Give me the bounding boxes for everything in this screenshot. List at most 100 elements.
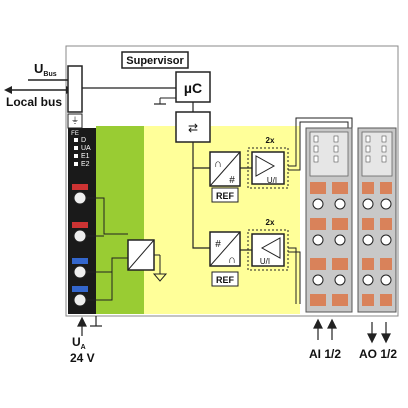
ai-clamp-6: [332, 258, 348, 270]
ua-arrowhead: [77, 316, 87, 327]
bus-top-out-2: [288, 121, 349, 171]
ao-clamp-6: [380, 258, 392, 270]
ai-terminal-1: [312, 198, 324, 210]
ao-terminal-3: [362, 234, 374, 246]
ao-terminal-6: [380, 274, 392, 286]
led-label-ua: UA: [81, 145, 91, 152]
ai-slot-3: [313, 155, 319, 163]
led-ua: [74, 146, 78, 150]
ref-bottom-box: [211, 271, 239, 287]
microcontroller-label: µC: [184, 80, 202, 96]
ai-clamp-8: [332, 294, 348, 306]
fe-box: [67, 113, 83, 129]
terminal-blue-2-top: [72, 286, 88, 292]
adc-top-out-label: #: [229, 175, 235, 186]
led-d: [74, 138, 78, 142]
ao-arrowhead-1: [367, 333, 377, 344]
adc-top-in-label: ∩: [214, 158, 222, 170]
ai-terminal-5: [312, 274, 324, 286]
led-e1: [74, 154, 78, 158]
ua-label: UA: [72, 335, 86, 351]
wire-supply-4: [86, 272, 113, 301]
ao-slot-4: [381, 135, 387, 143]
ao-slot-1: [365, 135, 371, 143]
ao-label: AO 1/2: [359, 347, 397, 361]
local-bus-arrowhead-left: [4, 86, 12, 94]
ao-clamp-4: [380, 218, 392, 230]
ai-slot-4: [333, 135, 339, 143]
ai-slot-2: [313, 145, 319, 153]
terminal-blue-2: [73, 293, 87, 307]
adc-bottom-in-label: #: [215, 239, 221, 250]
ref-bottom-label: REF: [216, 275, 235, 285]
signal-wiring: [192, 142, 210, 249]
adc-bottom-diagonal: [209, 231, 241, 267]
ao-clamp-3: [362, 218, 374, 230]
ao-clamp-2: [380, 182, 392, 194]
adc-bottom-out-label: ∩: [228, 254, 236, 266]
led-label-d: D: [81, 137, 86, 144]
connector-ao: [357, 127, 397, 313]
ao-slot-3: [365, 155, 371, 163]
ao-clamp-5: [362, 258, 374, 270]
ao-terminal-2: [380, 198, 392, 210]
dcdc-ground-icon: [152, 273, 168, 282]
ai-clamp-3: [310, 218, 326, 230]
terminal-blue-1: [73, 265, 87, 279]
ai-slot-5: [333, 145, 339, 153]
ai-clamp-4: [332, 218, 348, 230]
terminal-red-2-top: [72, 222, 88, 228]
ao-slot-6: [381, 155, 387, 163]
bottom-arrows: [77, 316, 391, 344]
opto-to-adc-bottom: [192, 168, 210, 249]
local-bus-label: Local bus: [6, 95, 62, 109]
fe-icon: ⏚: [71, 116, 79, 125]
supply-wiring: [86, 197, 128, 301]
supervisor-box: [121, 51, 189, 69]
ao-terminal-1: [362, 198, 374, 210]
dcdc-diagonal: [127, 239, 155, 271]
ai-clamp-7: [310, 294, 326, 306]
terminal-red-1: [73, 191, 87, 205]
ai-clamp-1: [310, 182, 326, 194]
ubus-label: UBus: [34, 61, 57, 78]
led-label-e2: E2: [81, 161, 90, 168]
amp-top-box: [251, 151, 285, 185]
ao-terminal-4: [380, 234, 392, 246]
bus-top-out: [288, 117, 353, 167]
ai-terminal-4: [334, 234, 346, 246]
ai-terminal-2: [334, 198, 346, 210]
wire-supply-1: [86, 197, 128, 235]
ai-clamp-5: [310, 258, 326, 270]
adc-top-diagonal: [209, 151, 241, 187]
led-panel: D UA E1 E2: [74, 137, 91, 168]
ai-terminal-3: [312, 234, 324, 246]
ao-arrowhead-2: [381, 333, 391, 344]
led-e2: [74, 162, 78, 166]
ai-slot-6: [333, 155, 339, 163]
left-terminals: [72, 184, 88, 307]
ao-slot-5: [381, 145, 387, 153]
output-buses: [288, 117, 353, 304]
mult-top-label: 2x: [266, 136, 275, 145]
ai-clamp-2: [332, 182, 348, 194]
amp-bottom-label: U/I: [260, 257, 270, 266]
connector-ai: [305, 127, 353, 313]
bus-bottom-out: [288, 247, 297, 304]
ref-top-box: [211, 187, 239, 203]
wire-supply-3: [86, 257, 128, 273]
optocoupler-icon: ⇄: [188, 121, 198, 135]
mult-bottom-label: 2x: [266, 218, 275, 227]
ai-terminal-6: [334, 274, 346, 286]
ai-arrowhead-2: [327, 318, 337, 329]
fe-label: FE: [71, 131, 79, 137]
terminal-red-2: [73, 229, 87, 243]
supervisor-label: Supervisor: [126, 55, 184, 67]
ao-clamp-8: [380, 294, 392, 306]
ai-slot-1: [313, 135, 319, 143]
ai-arrowhead-1: [313, 318, 323, 329]
voltage-label: 24 V: [70, 351, 95, 365]
amp-bottom-triangle: [260, 237, 281, 259]
terminal-red-1-top: [72, 184, 88, 190]
